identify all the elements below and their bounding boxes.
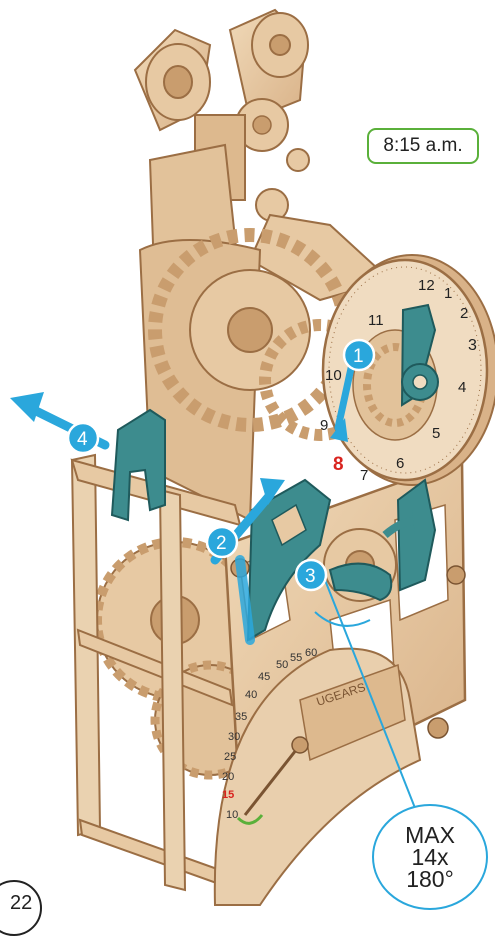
clock-numeral: 10 bbox=[325, 367, 342, 384]
limit-line-1: MAX bbox=[405, 824, 455, 846]
straight-arrow-icon bbox=[10, 392, 44, 422]
step-marker-4: 4 bbox=[68, 423, 98, 453]
svg-text:2: 2 bbox=[216, 533, 227, 554]
svg-text:4: 4 bbox=[77, 429, 88, 450]
counter-number: 60 bbox=[305, 647, 317, 659]
rotation-limit-bubble: MAX 14x 180° bbox=[372, 804, 488, 910]
clock-numeral: 11 bbox=[368, 312, 384, 329]
clock-numeral-highlight: 8 bbox=[333, 454, 344, 475]
clock-numeral: 6 bbox=[396, 455, 404, 472]
clock-numeral: 3 bbox=[468, 337, 477, 354]
clock-numeral: 5 bbox=[432, 425, 440, 442]
counter-number: 50 bbox=[276, 659, 288, 671]
counter-number: 20 bbox=[222, 771, 234, 783]
clock-numeral: 12 bbox=[418, 277, 435, 294]
clock-numeral: 2 bbox=[460, 305, 468, 322]
limit-line-2: 14x bbox=[411, 846, 448, 868]
counter-number: 25 bbox=[224, 751, 236, 763]
time-label: 8:15 a.m. bbox=[383, 135, 462, 157]
svg-text:3: 3 bbox=[305, 566, 316, 587]
counter-number: 10 bbox=[226, 809, 238, 821]
counter-number: 45 bbox=[258, 671, 270, 683]
step-marker-1: 1 bbox=[344, 340, 374, 370]
clock-numeral: 1 bbox=[444, 285, 452, 302]
counter-number: 30 bbox=[228, 731, 240, 743]
clock-numeral: 7 bbox=[360, 467, 368, 484]
step-marker-2: 2 bbox=[207, 527, 237, 557]
counter-number: 40 bbox=[245, 689, 257, 701]
counter-number-highlight: 15 bbox=[222, 789, 234, 801]
assembly-illustration: 12 1 2 3 4 5 6 7 8 9 10 11 60 55 50 45 4… bbox=[0, 0, 495, 913]
limit-line-3: 180° bbox=[406, 868, 454, 890]
time-badge: 8:15 a.m. bbox=[367, 128, 479, 164]
counter-number: 55 bbox=[290, 652, 302, 664]
svg-text:1: 1 bbox=[353, 346, 364, 367]
clock-numeral: 9 bbox=[320, 417, 328, 434]
step-marker-3: 3 bbox=[296, 560, 326, 590]
page-number: 22 bbox=[10, 892, 32, 915]
counter-number: 35 bbox=[235, 711, 247, 723]
clock-numeral: 4 bbox=[458, 379, 466, 396]
